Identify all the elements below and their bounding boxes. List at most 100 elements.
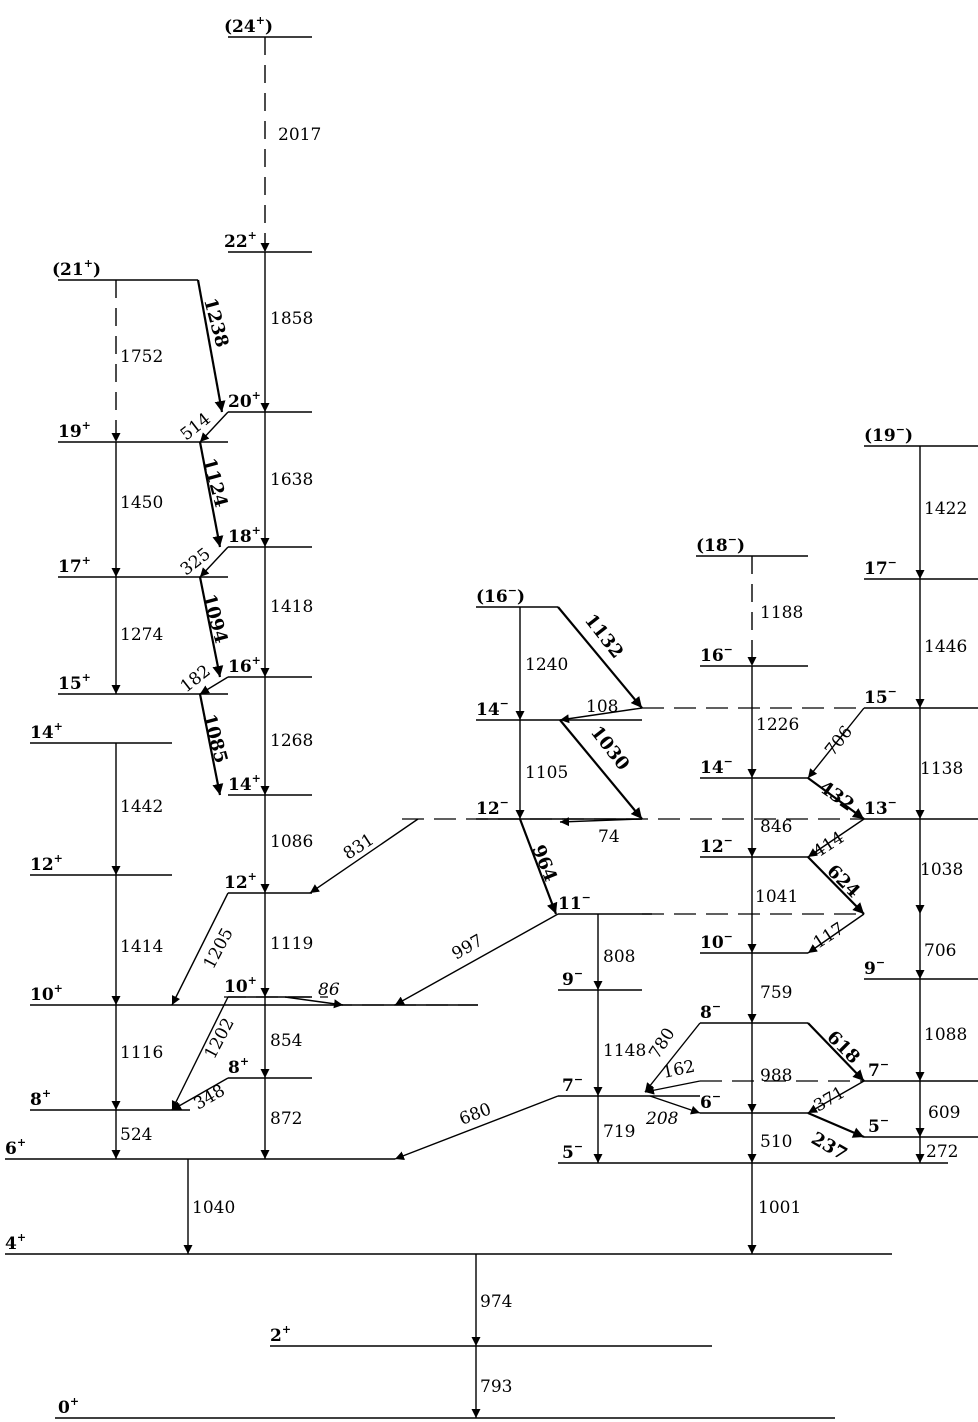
level-label-13m: 13− (864, 796, 897, 819)
gamma-arrow-g208 (649, 1095, 701, 1115)
gamma-energy-g1450: 1450 (120, 493, 163, 513)
gamma-energy-g524: 524 (120, 1125, 152, 1145)
gamma-arrow-g1202 (171, 996, 229, 1111)
gamma-arrow-g780 (644, 1022, 701, 1093)
level-label-14ma: 14− (476, 697, 509, 720)
gamma-energy-g371: 371 (811, 1083, 849, 1117)
level-label-16p: 16+ (228, 654, 261, 677)
gamma-energy-g1132: 1132 (580, 610, 627, 662)
gamma-arrow-g348 (171, 1077, 229, 1111)
level-label-21p: (21+) (52, 257, 101, 280)
level-label-12mb: 12− (700, 834, 733, 857)
gamma-arrow-g1238 (196, 279, 226, 413)
level-label-19p: 19+ (58, 419, 91, 442)
gamma-energy-g846: 846 (760, 817, 792, 837)
level-label-16mb: 16− (700, 643, 733, 666)
gamma-arrow-g86 (284, 996, 344, 1009)
gamma-arrow-g162 (644, 1080, 701, 1095)
gamma-energy-g759: 759 (760, 983, 792, 1003)
gamma-energy-g854: 854 (270, 1031, 302, 1051)
gamma-energy-g514: 514 (177, 409, 215, 445)
gamma-energy-g1418: 1418 (270, 597, 313, 617)
level-label-18p: 18+ (228, 524, 261, 547)
gamma-arrow-g1030 (559, 719, 643, 820)
gamma-arrow-g831 (309, 818, 419, 894)
gamma-energy-g1188: 1188 (760, 603, 803, 623)
gamma-arrow-g74 (559, 817, 643, 827)
gamma-arrow-g514 (199, 411, 229, 443)
gamma-arrow-g618 (807, 1022, 865, 1082)
gamma-energy-g988: 988 (760, 1066, 792, 1086)
gamma-energy-g793: 793 (480, 1377, 512, 1397)
gamma-energy-g1148: 1148 (603, 1041, 646, 1061)
gamma-energy-g808: 808 (603, 947, 635, 967)
level-label-11m: 11− (558, 891, 591, 914)
gamma-energy-g1240: 1240 (525, 655, 568, 675)
gamma-energy-g237: 237 (808, 1128, 851, 1165)
gamma-energy-g1274: 1274 (120, 625, 163, 645)
level-label-10m: 10− (700, 930, 733, 953)
level-label-18m: (18−) (696, 533, 745, 556)
level-label-16ma: (16−) (476, 584, 525, 607)
gamma-energy-g1040: 1040 (192, 1198, 235, 1218)
level-label-12pa: 12+ (30, 852, 63, 875)
level-label-14pb: 14+ (228, 772, 261, 795)
level-label-6m: 6− (700, 1090, 721, 1113)
gamma-energy-g325: 325 (177, 544, 215, 580)
level-label-0p: 0+ (58, 1395, 79, 1418)
gamma-energy-g2017: 2017 (278, 125, 321, 145)
level-label-6p: 6+ (5, 1136, 26, 1159)
level-label-15p: 15+ (58, 671, 91, 694)
gamma-energy-g719: 719 (603, 1122, 635, 1142)
level-label-10pa: 10+ (30, 982, 63, 1005)
gamma-arrow-g117 (807, 913, 865, 954)
gamma-energy-g74: 74 (598, 827, 620, 847)
levels-layer: 0+2+4+6+8+10+12+14+15+17+19+(21+)8+10+12… (5, 14, 978, 1419)
gamma-arrow-g1094 (198, 576, 224, 678)
gamma-arrow-g997 (394, 913, 559, 1006)
gamma-energy-g680: 680 (457, 1099, 494, 1129)
gamma-energy-g1226: 1226 (756, 715, 799, 735)
level-label-12pb: 12+ (224, 870, 257, 893)
gamma-energy-g1138: 1138 (920, 759, 963, 779)
level-label-17p: 17+ (58, 554, 91, 577)
gamma-energy-g1041: 1041 (755, 887, 798, 907)
gamma-energy-g1086: 1086 (270, 832, 313, 852)
gamma-arrow-g108 (559, 707, 643, 724)
gamma-energy-g162: 162 (661, 1057, 697, 1083)
gamma-arrow-g432 (807, 777, 865, 820)
gamma-energy-g872: 872 (270, 1109, 302, 1129)
gamma-energy-g1205: 1205 (200, 925, 238, 973)
gamma-energy-g1202: 1202 (201, 1015, 239, 1063)
gamma-energy-g1268: 1268 (270, 731, 313, 751)
gamma-arrow-g325 (199, 546, 229, 578)
level-label-10pb: 10+ (224, 974, 257, 997)
gamma-energy-g780: 780 (645, 1025, 679, 1063)
gamma-energy-g1094: 1094 (198, 592, 231, 646)
gamma-energy-g1030: 1030 (586, 722, 633, 774)
gamma-arrow-g1085 (198, 693, 224, 796)
gamma-energy-g1446: 1446 (924, 637, 967, 657)
gamma-arrow-g680 (394, 1095, 559, 1160)
level-label-4p: 4+ (5, 1231, 26, 1254)
gamma-energy-g1638: 1638 (270, 470, 313, 490)
gamma-energy-g86: 86 (318, 980, 340, 1000)
gamma-energy-g1752: 1752 (120, 347, 163, 367)
level-label-7ma: 7− (562, 1073, 583, 1096)
gamma-arrow-g182 (199, 676, 229, 695)
gamma-energy-g964: 964 (527, 842, 561, 885)
level-label-5mb: 5− (868, 1114, 889, 1137)
gamma-energy-g1038: 1038 (920, 860, 963, 880)
gamma-energy-g414: 414 (810, 828, 848, 862)
gamma-energy-g1442: 1442 (120, 797, 163, 817)
gamma-arrow-g1124 (198, 441, 224, 548)
level-label-14mb: 14− (700, 755, 733, 778)
gamma-energy-g1085: 1085 (198, 712, 231, 766)
level-label-15m: 15− (864, 685, 897, 708)
gamma-arrow-g1132 (557, 606, 643, 709)
level-label-7mb: 7− (868, 1058, 889, 1081)
gamma-energy-g272: 272 (926, 1142, 958, 1162)
gamma-energy-g1116: 1116 (120, 1043, 163, 1063)
